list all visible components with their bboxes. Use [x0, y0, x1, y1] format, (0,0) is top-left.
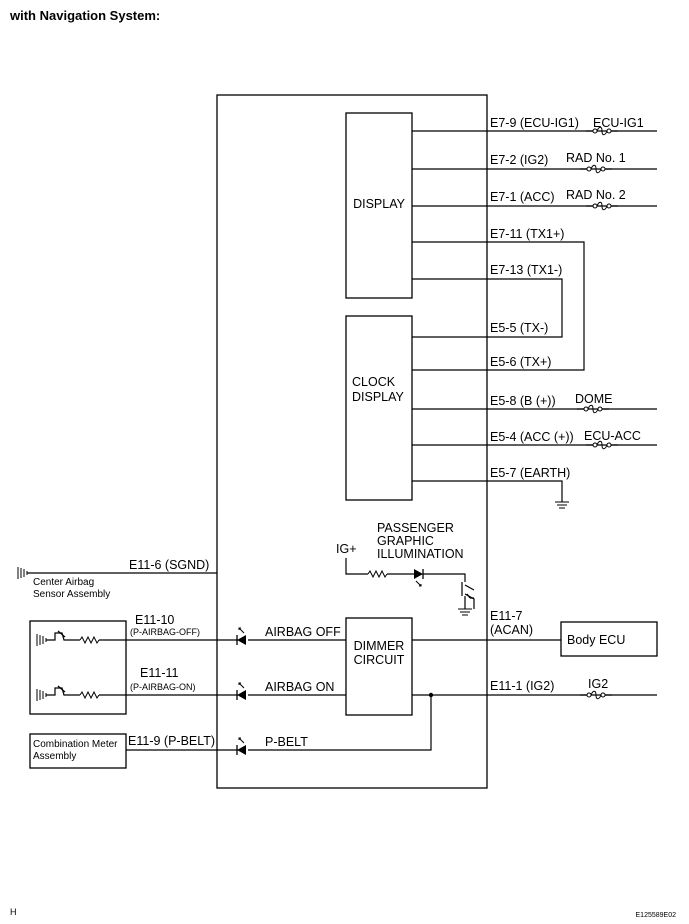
dimmer-circuit-box	[345, 617, 413, 716]
wire-e7-1	[412, 201, 657, 211]
airbag-sensor-switch-box	[29, 620, 127, 715]
terminal-e7-11: E7-11 (TX1+)	[490, 227, 564, 241]
wire-e11-1	[412, 690, 657, 700]
ig-plus-label: IG+	[336, 542, 357, 556]
fuse-dome: DOME	[575, 392, 613, 406]
wire-e11-6	[17, 566, 217, 580]
fuse-ecu-acc: ECU-ACC	[584, 429, 641, 443]
indicator-p-belt: P-BELT	[265, 735, 308, 749]
terminal-e11-1: E11-1 (IG2)	[490, 679, 554, 693]
terminal-e11-6: E11-6 (SGND)	[129, 558, 209, 572]
terminal-e5-5: E5-5 (TX-)	[490, 321, 548, 335]
combination-meter-box	[29, 733, 127, 769]
passenger-illum-label-1: PASSENGER	[377, 521, 454, 535]
terminal-e11-10: E11-10	[135, 613, 174, 627]
wire-e7-9	[412, 126, 657, 136]
wire-tx-plus-loop	[412, 241, 585, 371]
terminal-e11-11: E11-11	[140, 666, 179, 680]
wire-e7-2	[412, 164, 657, 174]
terminal-e7-9: E7-9 (ECU-IG1)	[490, 116, 579, 130]
dimmer-label-2: CIRCUIT	[354, 653, 405, 667]
airbag-on-switch-circuit	[36, 685, 238, 702]
combination-meter-label-1: Combination Meter	[33, 739, 118, 750]
dimmer-label-1: DIMMER	[354, 639, 405, 653]
airbag-on-led-circuit	[236, 682, 346, 701]
terminal-e7-2: E7-2 (IG2)	[490, 153, 548, 167]
footer-left-code: H	[10, 907, 17, 917]
terminal-e11-7: E11-7	[490, 609, 522, 623]
body-ecu-box	[560, 621, 658, 657]
fuse-ecu-ig1: ECU-IG1	[593, 116, 644, 130]
terminal-e11-10-sub: (P-AIRBAG-OFF)	[130, 627, 200, 637]
clock-display-label-1: CLOCK	[352, 375, 396, 389]
indicator-airbag-on: AIRBAG ON	[265, 680, 334, 694]
terminal-e11-9: E11-9 (P-BELT)	[128, 734, 215, 748]
passenger-illum-circuit	[345, 558, 475, 616]
terminal-e7-1: E7-1 (ACC)	[490, 190, 555, 204]
wire-e5-8	[412, 404, 657, 414]
fuse-ig2: IG2	[588, 677, 608, 691]
display-label: DISPLAY	[353, 197, 406, 211]
passenger-illum-label-3: ILLUMINATION	[377, 547, 464, 561]
display-box	[345, 112, 413, 299]
clock-display-box	[345, 315, 413, 501]
p-belt-led-circuit	[126, 695, 432, 756]
terminal-e5-4: E5-4 (ACC (+))	[490, 430, 574, 444]
wire-e5-4	[412, 440, 657, 450]
fuse-rad-no2: RAD No. 2	[566, 188, 626, 202]
center-airbag-label-2: Sensor Assembly	[33, 589, 110, 600]
indicator-airbag-off: AIRBAG OFF	[265, 625, 341, 639]
airbag-off-switch-circuit	[36, 630, 238, 647]
footer-right-code: E125589E02	[636, 912, 677, 919]
terminal-e11-7-sub: (ACAN)	[490, 623, 533, 637]
terminal-e5-8: E5-8 (B (+))	[490, 394, 556, 408]
terminal-e11-11-sub: (P-AIRBAG-ON)	[130, 682, 196, 692]
fuse-rad-no1: RAD No. 1	[566, 151, 626, 165]
body-ecu-label: Body ECU	[567, 633, 625, 647]
airbag-off-led-circuit	[236, 627, 346, 646]
center-airbag-label-1: Center Airbag	[33, 577, 94, 588]
page-title: with Navigation System:	[9, 8, 160, 23]
terminal-e5-6: E5-6 (TX+)	[490, 355, 551, 369]
wire-e5-7-earth	[412, 480, 570, 509]
wire-tx-minus-loop	[412, 278, 563, 338]
passenger-illum-label-2: GRAPHIC	[377, 534, 434, 548]
combination-meter-label-2: Assembly	[33, 751, 76, 762]
clock-display-label-2: DISPLAY	[352, 390, 405, 404]
terminal-e5-7: E5-7 (EARTH)	[490, 466, 570, 480]
terminal-e7-13: E7-13 (TX1-)	[490, 263, 562, 277]
